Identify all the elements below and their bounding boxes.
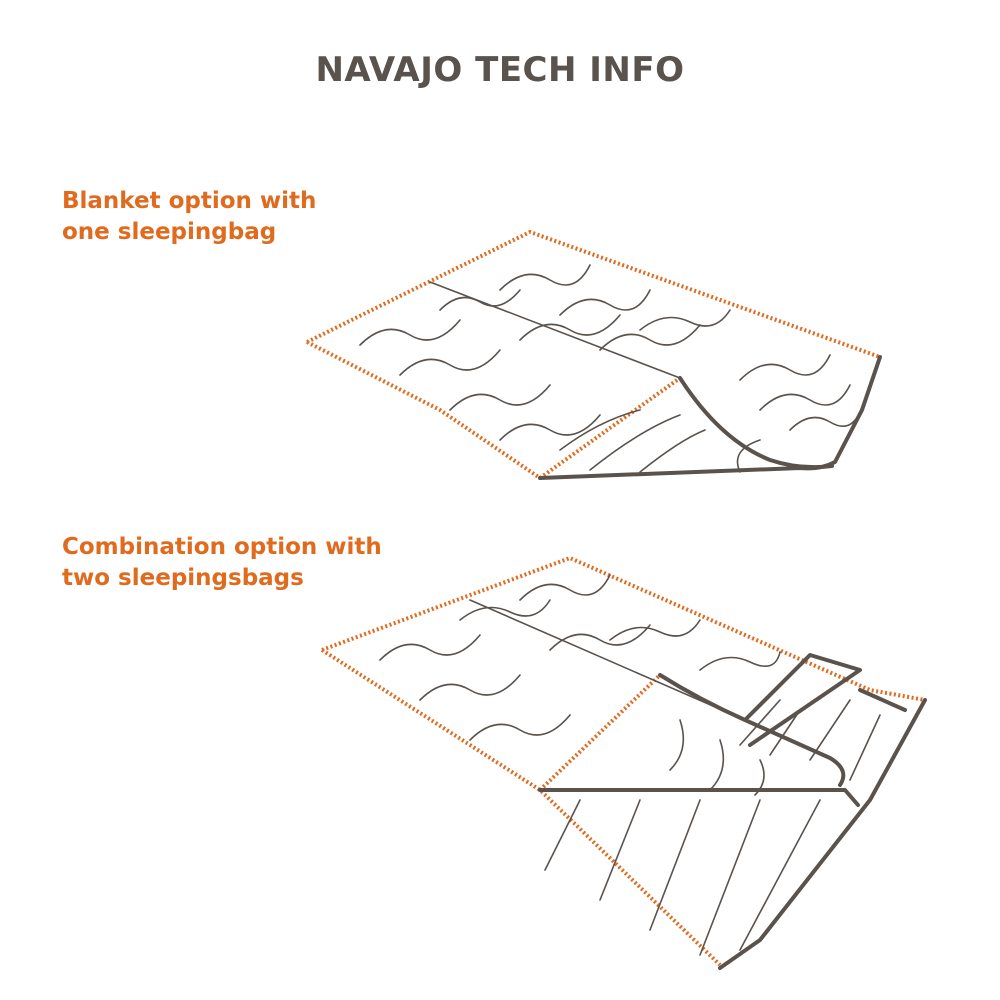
page-title: NAVAJO TECH INFO bbox=[315, 50, 685, 90]
caption-line: two sleepingsbags bbox=[62, 565, 304, 591]
caption-line: Combination option with bbox=[62, 534, 382, 560]
caption-line: Blanket option with bbox=[62, 188, 317, 214]
caption-blanket: Blanket option with one sleepingbag bbox=[62, 186, 316, 248]
caption-combination: Combination option with two sleepingsbag… bbox=[62, 532, 382, 594]
caption-line: one sleepingbag bbox=[62, 219, 277, 245]
blanket-one-bag bbox=[306, 229, 882, 480]
blanket-two-bags bbox=[320, 555, 927, 970]
